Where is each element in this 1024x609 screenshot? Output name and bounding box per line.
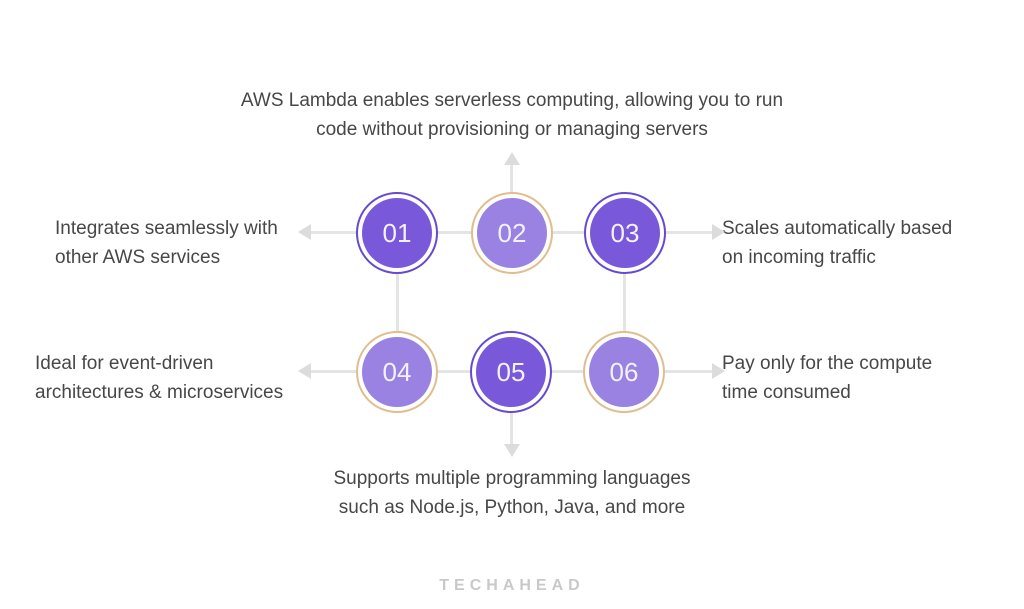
step-node-02: 02 <box>471 192 553 274</box>
step-number: 05 <box>476 337 546 407</box>
techahead-logo: TECHAHEAD <box>439 577 585 594</box>
label-line: Ideal for event-driven <box>35 353 214 374</box>
label-scales: Scales automatically based on incoming t… <box>722 214 952 272</box>
label-event-driven: Ideal for event-driven architectures & m… <box>35 349 283 407</box>
title-line-2: code without provisioning or managing se… <box>316 119 708 140</box>
diagram-title: AWS Lambda enables serverless computing,… <box>0 86 1024 144</box>
arrow-left-icon <box>298 363 311 379</box>
step-number: 02 <box>477 198 547 268</box>
connector-col3-line <box>623 233 626 372</box>
label-line: on incoming traffic <box>722 247 876 268</box>
arrow-up-icon <box>504 152 520 165</box>
label-integrates: Integrates seamlessly with other AWS ser… <box>55 214 278 272</box>
title-line-1: AWS Lambda enables serverless computing,… <box>240 90 784 111</box>
label-line: architectures & microservices <box>35 382 284 403</box>
step-node-05: 05 <box>470 331 552 413</box>
label-line: other AWS services <box>55 247 221 268</box>
step-number: 06 <box>589 337 659 407</box>
step-number: 04 <box>362 337 432 407</box>
label-line: Pay only for the compute <box>722 353 933 374</box>
label-line: Supports multiple programming languages <box>333 468 691 489</box>
label-languages: Supports multiple programming languages … <box>0 464 1024 522</box>
step-node-04: 04 <box>356 331 438 413</box>
step-number: 01 <box>362 198 432 268</box>
arrow-down-icon <box>504 444 520 457</box>
arrow-right-icon <box>712 224 725 240</box>
label-line: such as Node.js, Python, Java, and more <box>338 497 686 518</box>
connector-col1-line <box>396 233 399 372</box>
step-node-01: 01 <box>356 192 438 274</box>
step-node-03: 03 <box>584 192 666 274</box>
label-line: time consumed <box>722 382 851 403</box>
arrow-left-icon <box>298 224 311 240</box>
step-number: 03 <box>590 198 660 268</box>
label-pay-only: Pay only for the compute time consumed <box>722 349 932 407</box>
label-line: Scales automatically based <box>722 218 953 239</box>
step-node-06: 06 <box>583 331 665 413</box>
arrow-right-icon <box>712 363 725 379</box>
label-line: Integrates seamlessly with <box>55 218 278 239</box>
